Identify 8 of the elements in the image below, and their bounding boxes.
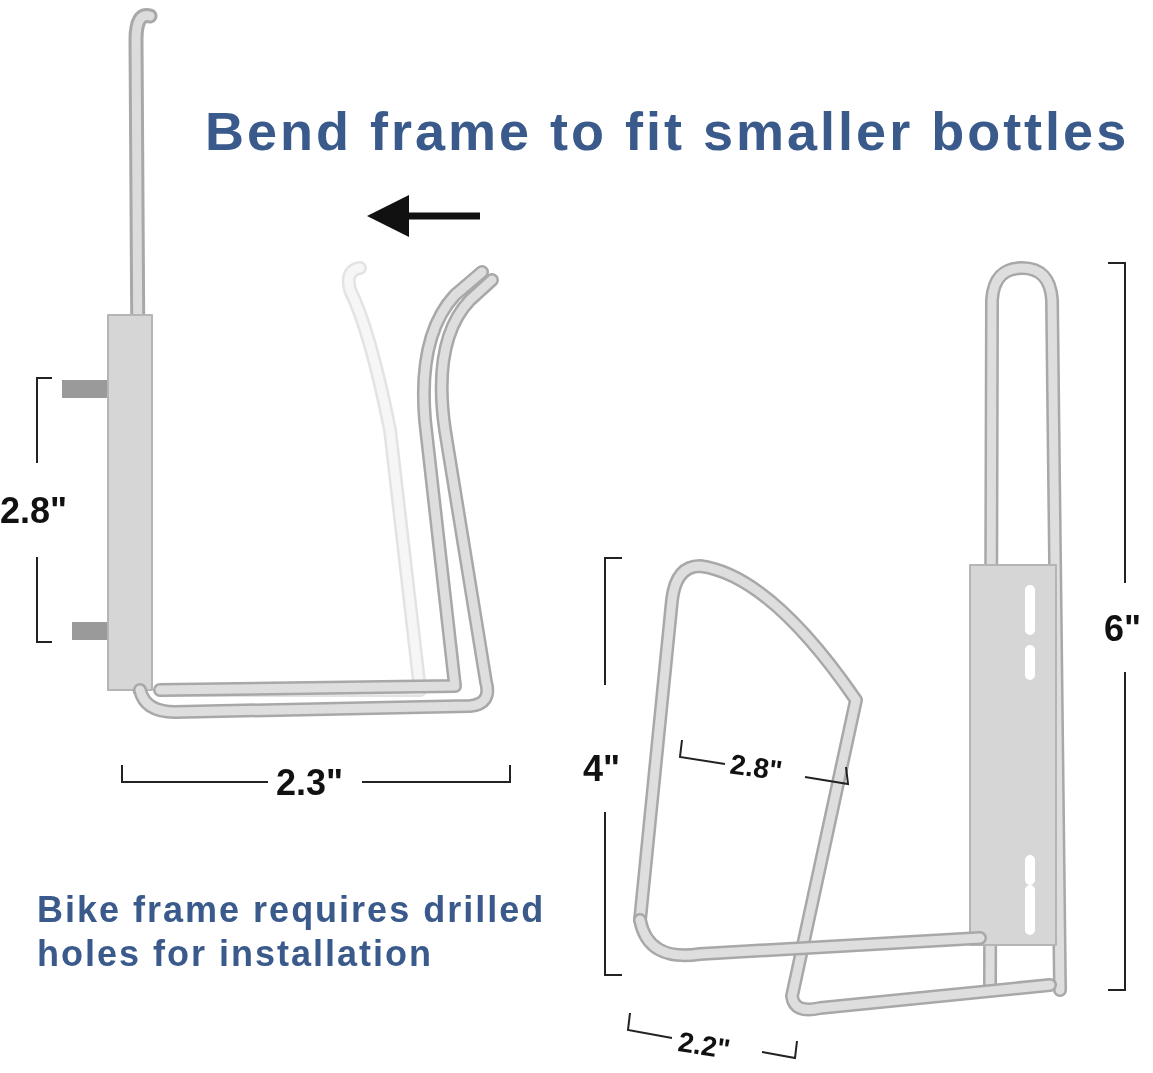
dimension-label: 4" [583,748,621,790]
note-text: Bike frame requires drilled holes for installation [37,888,547,976]
dimension-label: 2.3" [276,762,344,804]
dimension-label: 6" [1104,608,1142,650]
dimension-label: 2.2" [675,1026,733,1066]
dimension-label: 2.8" [728,748,785,788]
dimension-label: 2.8" [0,490,68,532]
heading: Bend frame to fit smaller bottles [205,100,1130,162]
